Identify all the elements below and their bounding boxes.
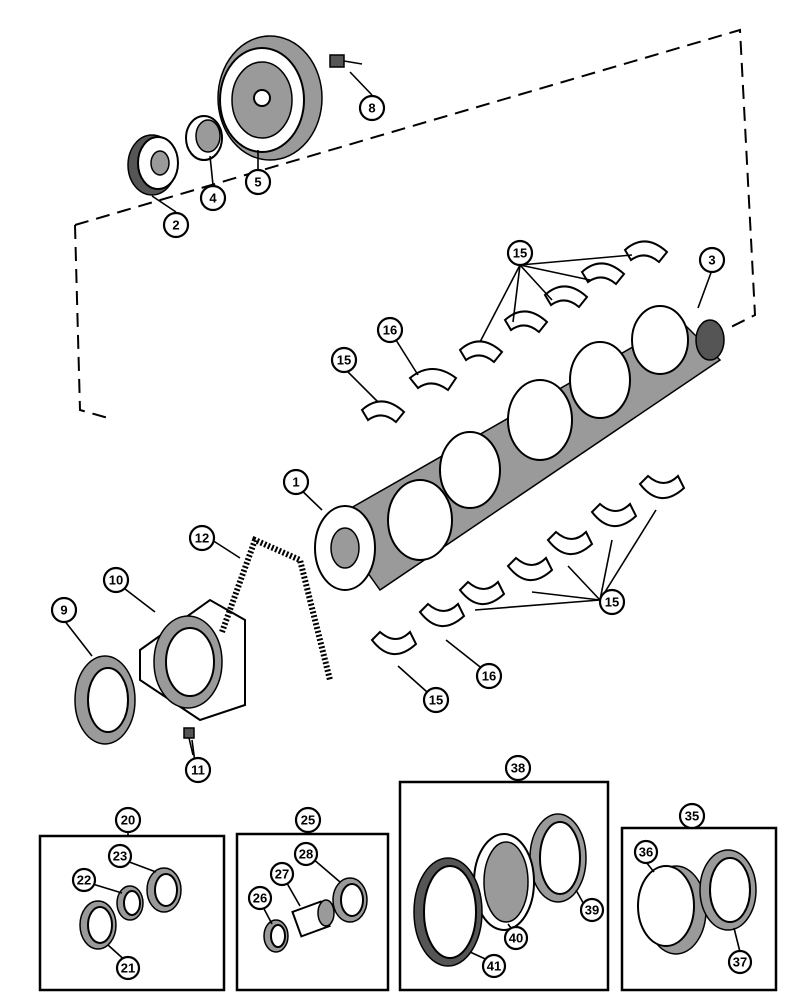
callout-5: 5 — [244, 168, 272, 196]
kit-title-label: 35 — [685, 809, 699, 824]
kit-25-part-a — [263, 919, 289, 953]
callout-label: 10 — [109, 573, 123, 588]
upper-bearing-shells — [360, 240, 669, 424]
callout-label: 15 — [337, 353, 351, 368]
callout-10: 10 — [102, 566, 130, 594]
kit-title-label: 25 — [301, 813, 315, 828]
callout-label: 23 — [113, 849, 127, 864]
callout-label: 12 — [195, 531, 209, 546]
crankshaft-gear — [127, 134, 179, 196]
callout-15-left: 15 — [330, 346, 358, 374]
callout-label: 28 — [299, 847, 313, 862]
callout-16-lower: 16 — [475, 662, 503, 690]
callout-label: 15 — [605, 595, 619, 610]
callout-8: 8 — [358, 94, 386, 122]
callout-label: 22 — [77, 873, 91, 888]
kit-25-part-b — [291, 899, 335, 938]
callout-12: 12 — [188, 524, 216, 552]
callout-label: 16 — [383, 323, 397, 338]
callout-label: 26 — [253, 891, 267, 906]
callout-label: 15 — [513, 246, 527, 261]
kit-25-callout-27: 27 — [269, 861, 295, 887]
kit-20-seal-a — [79, 900, 117, 950]
callout-15-lower-right: 15 — [598, 588, 626, 616]
kit-38-callout-39: 39 — [579, 897, 605, 923]
callout-2: 2 — [162, 211, 190, 239]
callout-label: 16 — [482, 669, 496, 684]
kit-38-panel: 38 39 40 41 — [398, 754, 610, 992]
kit-25-callout-28: 28 — [293, 841, 319, 867]
callout-label: 2 — [172, 218, 179, 233]
retainer-bolt — [183, 727, 195, 756]
callout-label: 21 — [121, 961, 135, 976]
kit-38-title: 38 — [504, 754, 532, 782]
callout-11: 11 — [184, 756, 212, 784]
callout-label: 1 — [292, 475, 299, 490]
callout-label: 39 — [585, 903, 599, 918]
callout-4: 4 — [199, 184, 227, 212]
callout-16-upper: 16 — [376, 316, 404, 344]
assembly-dashed-outline — [74, 28, 757, 419]
kit-35-callout-37: 37 — [727, 949, 753, 975]
spacer-ring — [185, 115, 223, 161]
kit-35-callout-36: 36 — [633, 839, 659, 865]
callout-label: 3 — [708, 253, 715, 268]
callout-label: 8 — [368, 101, 375, 116]
lower-bearing-shells — [370, 474, 686, 655]
callout-15-upper: 15 — [506, 239, 534, 267]
rear-seal — [74, 655, 136, 745]
kit-title-label: 38 — [511, 761, 525, 776]
retainer-gasket — [219, 535, 333, 681]
kit-title-label: 20 — [121, 813, 135, 828]
crankshaft — [314, 305, 725, 592]
kit-35-panel: 35 36 37 — [620, 802, 778, 992]
kit-20-seal-c — [146, 867, 182, 913]
kit-35-seal — [699, 849, 757, 931]
kit-38-callout-40: 40 — [503, 925, 529, 951]
callout-1: 1 — [282, 468, 310, 496]
callout-label: 15 — [429, 693, 443, 708]
kit-25-callout-26: 26 — [247, 885, 273, 911]
callout-label: 4 — [209, 191, 217, 206]
kit-20-seal-b — [116, 885, 144, 921]
callout-label: 9 — [60, 603, 67, 618]
callout-15-lower-left: 15 — [422, 686, 450, 714]
kit-25-title: 25 — [294, 806, 322, 834]
callout-label: 37 — [733, 955, 747, 970]
vibration-damper — [217, 35, 323, 161]
callout-3: 3 — [698, 246, 726, 274]
leader-lines — [63, 71, 713, 771]
callout-label: 11 — [191, 763, 205, 778]
kit-20-panel: 20 21 22 23 — [38, 806, 226, 992]
seal-retainer — [139, 598, 246, 722]
kit-35-sleeve — [637, 865, 707, 955]
damper-bolt — [329, 54, 363, 68]
kit-35-title: 35 — [678, 802, 706, 830]
callout-label: 41 — [487, 959, 501, 974]
callout-label: 36 — [639, 845, 653, 860]
kit-38-ring-a — [529, 813, 587, 903]
kit-38-ring-b — [473, 833, 535, 931]
kit-25-panel: 25 26 27 28 — [235, 806, 390, 992]
kit-20-callout-21: 21 — [115, 955, 141, 981]
callout-label: 5 — [254, 175, 261, 190]
kit-38-ring-c — [413, 857, 483, 967]
callout-label: 40 — [509, 931, 523, 946]
kit-25-part-c — [332, 877, 368, 923]
callout-label: 27 — [275, 867, 289, 882]
kit-20-callout-22: 22 — [71, 867, 97, 893]
kit-20-callout-23: 23 — [107, 843, 133, 869]
callout-9: 9 — [50, 596, 78, 624]
kit-38-callout-41: 41 — [481, 953, 507, 979]
kit-20-title: 20 — [114, 806, 142, 834]
